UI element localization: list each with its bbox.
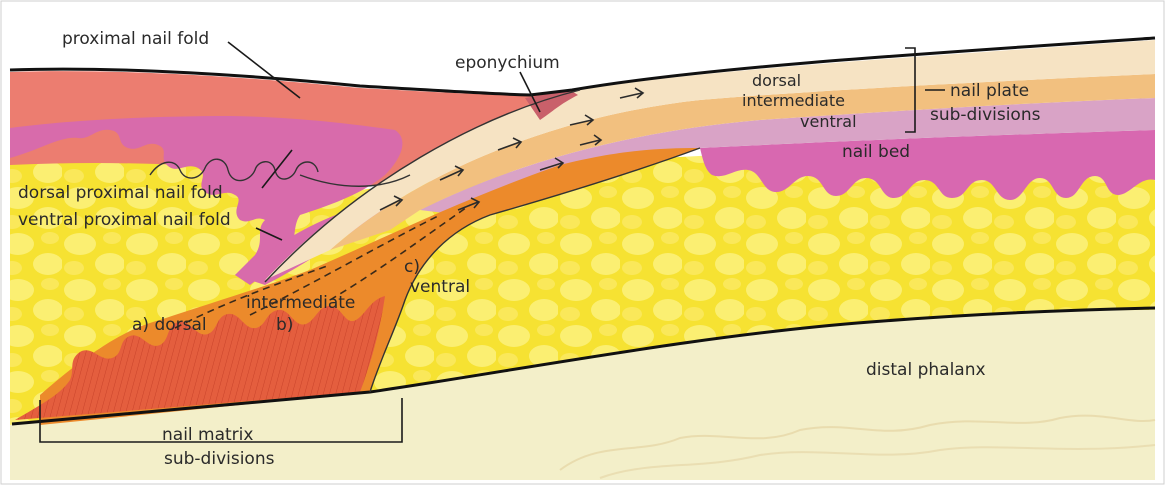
label-matrix-intermediate: intermediate <box>246 293 355 313</box>
label-nail-bed: nail bed <box>842 142 910 162</box>
label-plate-sub-divisions: sub-divisions <box>930 105 1041 125</box>
label-plate-dorsal: dorsal <box>752 71 801 90</box>
label-nail-plate: nail plate <box>950 81 1029 101</box>
label-proximal-nail-fold: proximal nail fold <box>62 29 209 49</box>
label-matrix-c: c) <box>404 257 420 277</box>
label-nail-matrix: nail matrix <box>162 425 253 445</box>
label-eponychium: eponychium <box>455 53 560 73</box>
label-distal-phalanx: distal phalanx <box>866 360 986 380</box>
label-ventral-proximal-nail-fold: ventral proximal nail fold <box>18 210 231 230</box>
label-plate-ventral: ventral <box>800 112 857 131</box>
label-matrix-sub-divisions: sub-divisions <box>164 449 275 469</box>
label-dorsal-proximal-nail-fold: dorsal proximal nail fold <box>18 183 223 203</box>
label-plate-intermediate: intermediate <box>742 91 845 110</box>
label-matrix-b: b) <box>276 315 293 335</box>
label-matrix-ventral: ventral <box>410 277 470 297</box>
label-matrix-a-dorsal: a) dorsal <box>132 315 207 335</box>
